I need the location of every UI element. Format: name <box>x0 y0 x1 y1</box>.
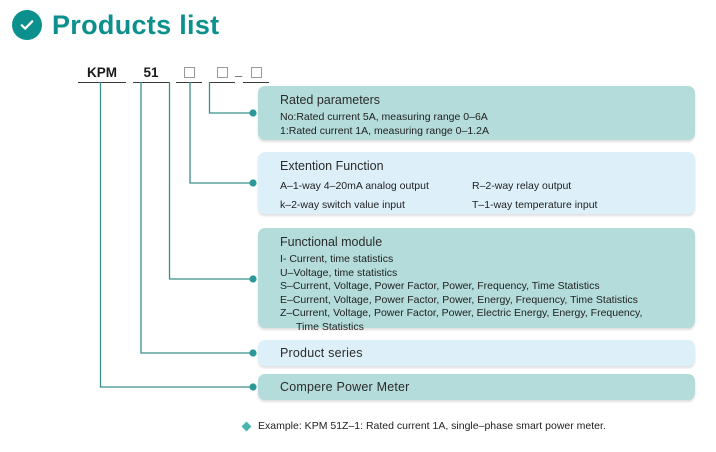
empty-box-icon <box>183 67 195 78</box>
code-segment-box-1 <box>176 66 202 83</box>
product-code-row: KPM 51 – <box>78 66 269 83</box>
panel-line: R–2-way relay output <box>472 180 572 192</box>
panel-title: Product series <box>280 346 363 360</box>
panel-title: Rated parameters <box>280 93 381 107</box>
panel-line-wrap: Time Statistics <box>296 320 364 333</box>
panel-line: E–Current, Voltage, Power Factor, Power,… <box>280 293 638 306</box>
panel-line: T–1-way temperature input <box>472 199 598 211</box>
empty-box-icon <box>250 67 262 78</box>
connector-dot <box>249 349 257 357</box>
panel-title: Functional module <box>280 235 383 249</box>
extension-column-left: A–1-way 4–20mA analog output k–2-way swi… <box>280 177 472 215</box>
code-segment-kpm: KPM <box>78 66 126 83</box>
footnote-text: Example: KPM 51Z–1: Rated current 1A, si… <box>258 420 606 432</box>
panel-functional-module: Functional module I- Current, time stati… <box>258 228 695 333</box>
empty-box-icon <box>216 67 228 78</box>
panel-line: I- Current, time statistics <box>280 253 394 265</box>
code-dash: – <box>235 68 243 83</box>
panel-rated-parameters: Rated parameters No:Rated current 5A, me… <box>258 86 695 140</box>
panel-line: 1:Rated current 1A, measuring range 0–1.… <box>280 124 489 137</box>
connector-dot <box>249 383 257 391</box>
page-header: Products list <box>12 10 219 40</box>
code-segment-series: 51 <box>133 66 169 83</box>
diamond-bullet-icon <box>241 421 252 431</box>
panel-line: Z–Current, Voltage, Power Factor, Power,… <box>280 307 643 319</box>
panel-line: S–Current, Voltage, Power Factor, Power,… <box>280 280 600 292</box>
check-circle-icon <box>12 10 42 40</box>
code-segment-box-3 <box>243 66 269 83</box>
connector-dot <box>249 179 257 187</box>
panel-line: No:Rated current 5A, measuring range 0–6… <box>280 111 488 123</box>
panel-title: Compere Power Meter <box>280 380 410 394</box>
panel-title: Extention Function <box>280 159 384 173</box>
panel-line: U–Voltage, time statistics <box>280 266 398 279</box>
code-segment-box-2 <box>209 66 235 83</box>
panel-line: A–1-way 4–20mA analog output <box>280 180 429 192</box>
connector-dot <box>249 109 257 117</box>
page-title: Products list <box>52 9 220 40</box>
extension-columns: A–1-way 4–20mA analog output k–2-way swi… <box>280 177 695 215</box>
panel-line: k–2-way switch value input <box>280 199 405 211</box>
panel-extension-function: Extention Function A–1-way 4–20mA analog… <box>258 152 695 214</box>
panel-product-series: Product series <box>258 340 695 366</box>
connector-dot <box>249 275 257 283</box>
extension-column-right: R–2-way relay output T–1-way temperature… <box>472 177 695 215</box>
footnote: Example: KPM 51Z–1: Rated current 1A, si… <box>241 420 606 432</box>
panel-compere-power-meter: Compere Power Meter <box>258 374 695 400</box>
